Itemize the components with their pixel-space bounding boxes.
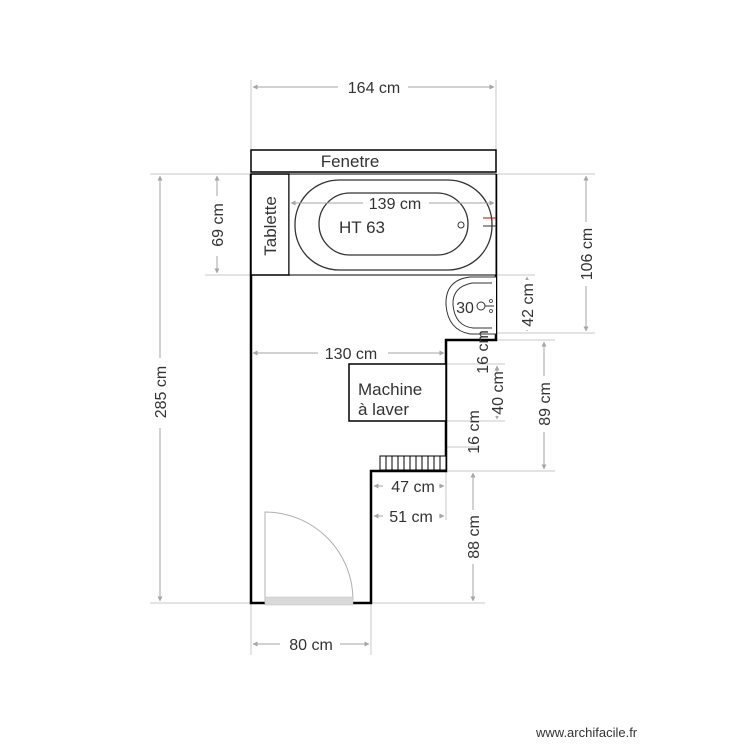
- shelf-label: Tablette: [261, 196, 280, 256]
- door-threshold: [264, 596, 354, 606]
- washing-machine: [348, 363, 447, 422]
- dim-top-width: 164 cm: [348, 80, 400, 97]
- dim-bathtub-length: 139 cm: [369, 196, 421, 213]
- drain-icon: [457, 221, 465, 229]
- window: [250, 149, 497, 173]
- window-label: Fenetre: [321, 152, 380, 171]
- dim-gap-top: 16 cm: [475, 330, 492, 374]
- dim-sink-depth: 42 cm: [520, 283, 537, 327]
- dimension-labels: 164 cm 139 cm 285 cm 69 cm 106 cm 42 cm …: [151, 78, 596, 654]
- dim-total-height: 285 cm: [153, 366, 170, 418]
- dim-right-upper-height: 106 cm: [579, 228, 596, 280]
- door: [264, 511, 354, 606]
- sink-label: 30: [456, 300, 474, 317]
- washing-machine-label-2: à laver: [358, 400, 409, 419]
- bathtub-basin: [318, 192, 469, 256]
- dim-lower-right-height: 88 cm: [466, 515, 483, 559]
- dim-gap-bottom: 16 cm: [466, 410, 483, 454]
- washing-machine-label-1: Machine: [358, 380, 422, 399]
- dim-washer-depth: 40 cm: [490, 371, 507, 415]
- bathtub-label: HT 63: [339, 218, 385, 237]
- bathtub-outer-rim: [294, 179, 493, 271]
- sink: [445, 276, 496, 335]
- watermark: www.archifacile.fr: [536, 725, 638, 740]
- dim-door-width: 80 cm: [289, 637, 333, 654]
- dim-middle-right-height: 89 cm: [537, 382, 554, 426]
- dim-radiator-width: 47 cm: [391, 479, 435, 496]
- extension-lines: [150, 80, 595, 655]
- radiator: [379, 455, 447, 471]
- bathtub: [288, 173, 497, 276]
- dim-washer-wall: 130 cm: [325, 346, 377, 363]
- dim-corridor-width: 51 cm: [389, 509, 433, 526]
- dim-shelf-height: 69 cm: [210, 203, 227, 247]
